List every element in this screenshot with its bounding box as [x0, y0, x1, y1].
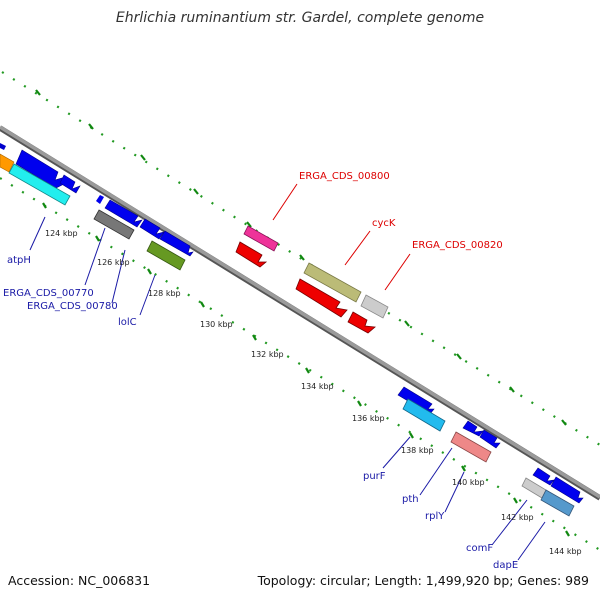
- outer-dotted-track: [1, 71, 600, 446]
- gene-arrow-blue[interactable]: [0, 143, 6, 150]
- label-dapE[interactable]: dapE: [493, 560, 518, 571]
- gene-arrow-blue[interactable]: [104, 199, 143, 228]
- label-atpH[interactable]: atpH: [7, 255, 31, 266]
- gene-arrow-blue[interactable]: [397, 386, 435, 415]
- gene-ERGA_CDS_00820[interactable]: [360, 294, 389, 319]
- gene-arrow-red[interactable]: [235, 241, 268, 268]
- tick-label-124: 124 kbp: [45, 229, 78, 238]
- gene-ERGA_CDS_00800[interactable]: [243, 225, 279, 252]
- tick-label-140: 140 kbp: [452, 478, 485, 487]
- genome-backbone: [0, 125, 600, 499]
- label-comF[interactable]: comF: [466, 543, 493, 554]
- inner-dotted-track: [0, 177, 600, 551]
- tick-label-132: 132 kbp: [251, 350, 284, 359]
- blue-gene-labels: atpH ERGA_CDS_00770 ERGA_CDS_00780 lolC …: [3, 255, 518, 571]
- gene-lolC[interactable]: [146, 240, 186, 271]
- label-lolC[interactable]: lolC: [118, 317, 137, 328]
- label-ERGA_CDS_00780[interactable]: ERGA_CDS_00780: [27, 301, 118, 312]
- tick-label-138: 138 kbp: [401, 446, 434, 455]
- label-ERGA_CDS_00800[interactable]: ERGA_CDS_00800: [299, 171, 390, 182]
- gene-dapE[interactable]: [540, 489, 575, 517]
- tick-labels: 124 kbp 126 kbp 128 kbp 130 kbp 132 kbp …: [45, 229, 582, 556]
- reverse-strand-genes: [0, 153, 575, 517]
- tick-label-134: 134 kbp: [301, 382, 334, 391]
- gene-arrow-blue[interactable]: [462, 420, 484, 437]
- map-title: Ehrlichia ruminantium str. Gardel, compl…: [116, 10, 484, 26]
- label-cycK[interactable]: cycK: [372, 218, 396, 229]
- gene-purF[interactable]: [402, 398, 446, 432]
- inner-ticks: [42, 202, 570, 537]
- gene-ERGA_CDS_00770[interactable]: [93, 209, 135, 240]
- blue-leader-lines: [29, 216, 546, 561]
- gene-block-orange[interactable]: [0, 153, 15, 173]
- tick-label-144: 144 kbp: [549, 547, 582, 556]
- tick-label-136: 136 kbp: [352, 414, 385, 423]
- gene-arrow-blue[interactable]: [139, 218, 165, 240]
- red-leader-lines: [272, 183, 411, 291]
- gene-arrow-blue[interactable]: [479, 429, 501, 449]
- label-ERGA_CDS_00770[interactable]: ERGA_CDS_00770: [3, 288, 94, 299]
- accession-text: Accession: NC_006831: [8, 573, 150, 588]
- gene-arrow-blue[interactable]: [159, 230, 194, 257]
- outer-ticks: [35, 89, 567, 426]
- gene-rplY[interactable]: [450, 431, 492, 463]
- gene-arrow-blue[interactable]: [59, 174, 81, 194]
- tick-label-142: 142 kbp: [501, 513, 534, 522]
- label-rplY[interactable]: rplY: [425, 511, 445, 522]
- gene-arrow-red[interactable]: [347, 311, 376, 334]
- tick-label-130: 130 kbp: [200, 320, 233, 329]
- tick-label-126: 126 kbp: [97, 258, 130, 267]
- red-gene-labels: ERGA_CDS_00800 cycK ERGA_CDS_00820: [299, 171, 503, 251]
- gene-comF[interactable]: [521, 477, 547, 499]
- gene-arrow-red[interactable]: [295, 278, 348, 318]
- label-ERGA_CDS_00820[interactable]: ERGA_CDS_00820: [412, 240, 503, 251]
- gene-arrow-blue[interactable]: [96, 195, 104, 204]
- genome-summary-text: Topology: circular; Length: 1,499,920 bp…: [257, 573, 589, 588]
- gene-atpH[interactable]: [8, 163, 71, 206]
- label-purF[interactable]: purF: [363, 471, 386, 482]
- gene-arrow-blue[interactable]: [550, 476, 584, 504]
- tick-label-128: 128 kbp: [148, 289, 181, 298]
- gene-cycK[interactable]: [303, 262, 362, 303]
- label-pth[interactable]: pth: [402, 494, 419, 505]
- forward-strand-genes: [0, 143, 584, 504]
